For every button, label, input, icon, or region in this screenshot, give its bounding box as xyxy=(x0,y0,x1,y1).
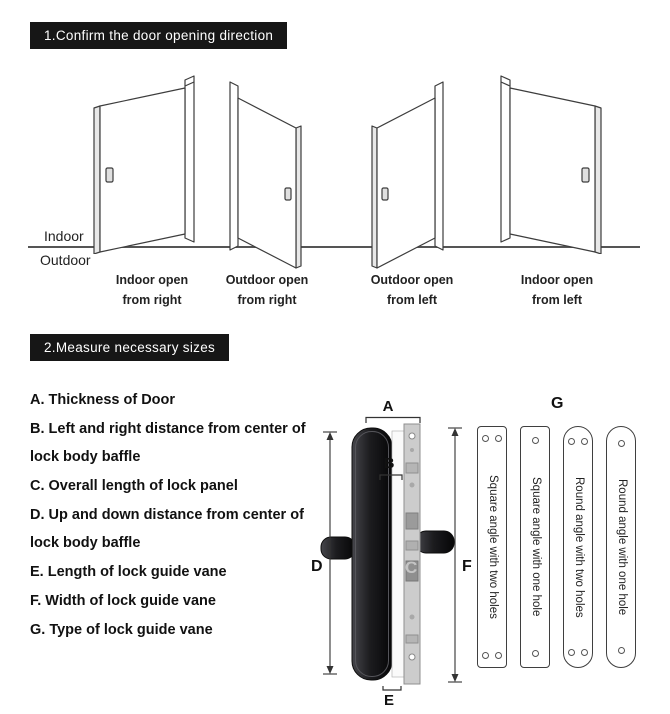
section2-title: 2.Measure necessary sizes xyxy=(44,340,216,355)
door-edge xyxy=(295,125,302,269)
dim-label-g: G xyxy=(551,395,564,412)
vane-label: Round angle with two holes xyxy=(573,476,585,618)
door-handle xyxy=(381,187,389,201)
caption-line: Indoor open xyxy=(115,273,189,287)
measurement-list: A. Thickness of Door B. Left and right d… xyxy=(30,386,335,645)
dead-bolt xyxy=(405,560,419,582)
section1-title-banner: 1.Confirm the door opening direction xyxy=(30,22,288,49)
lock-faceplate xyxy=(403,423,421,685)
section2-title-banner: 2.Measure necessary sizes xyxy=(30,334,230,361)
door-frame xyxy=(500,75,511,243)
door-caption-1: Indoor open from right xyxy=(92,270,212,310)
caption-line: Outdoor open xyxy=(225,273,309,287)
dim-bracket-e xyxy=(382,686,402,691)
screw-hole xyxy=(482,652,489,659)
screw-hole xyxy=(531,437,539,444)
vane-label: Square angle with one hole xyxy=(530,477,542,617)
lock-side-view-diagram: A B C xyxy=(311,398,472,709)
door-handle xyxy=(105,167,114,183)
door-panel xyxy=(237,97,297,269)
faceplate-screw-top xyxy=(408,432,416,440)
screw-hole xyxy=(568,649,575,656)
door-edge xyxy=(93,105,101,254)
lock-panel-highlight xyxy=(355,431,389,677)
latch-bolt xyxy=(405,512,419,530)
vane-round-one-hole: Round angle with one hole xyxy=(606,426,636,668)
door-panel xyxy=(509,87,596,253)
lock-rear-handle xyxy=(415,530,455,554)
indoor-label: Indoor xyxy=(44,228,84,244)
faceplate-screw-bottom xyxy=(408,653,416,661)
measurement-b: B. Left and right distance from center o… xyxy=(30,421,306,465)
screw-hole xyxy=(617,440,625,447)
caption-line: Outdoor open xyxy=(370,273,454,287)
caption-line: from right xyxy=(122,293,182,307)
door-caption-4: Indoor open from left xyxy=(497,270,617,310)
door-diagram-indoor-open-right xyxy=(93,75,195,254)
dim-label-b: B xyxy=(384,455,395,472)
screw-hole xyxy=(531,650,539,657)
door-caption-2: Outdoor open from right xyxy=(207,270,327,310)
vane-round-two-holes: Round angle with two holes xyxy=(563,426,593,668)
screw-hole xyxy=(617,647,625,654)
indoor-outdoor-divider-line xyxy=(28,246,640,248)
door-caption-3: Outdoor open from left xyxy=(352,270,472,310)
door-panel xyxy=(99,87,186,253)
measurement-a: A. Thickness of Door xyxy=(30,392,176,408)
caption-line: from left xyxy=(387,293,437,307)
lock-front-handle xyxy=(320,536,356,560)
dim-label-a: A xyxy=(383,398,394,415)
dim-line-f xyxy=(448,427,462,683)
measurement-e: E. Length of lock guide vane xyxy=(30,564,227,580)
door-diagram-indoor-open-left xyxy=(500,75,602,254)
screw-hole xyxy=(581,438,588,445)
screw-hole xyxy=(495,435,502,442)
door-edge xyxy=(371,125,378,269)
caption-line: from left xyxy=(532,293,582,307)
dim-label-e: E xyxy=(384,692,394,709)
measurement-c: C. Overall length of lock panel xyxy=(30,478,238,494)
screw-hole xyxy=(581,649,588,656)
outdoor-label: Outdoor xyxy=(40,252,91,268)
door-edge xyxy=(594,105,602,254)
dim-label-c: C xyxy=(405,558,417,577)
vane-label: Round angle with one hole xyxy=(616,478,628,616)
measurement-d: D. Up and down distance from center of l… xyxy=(30,507,304,551)
door-frame xyxy=(434,81,444,251)
door-frame xyxy=(184,75,195,243)
vane-label: Square angle with two holes xyxy=(487,475,499,619)
door-diagram-outdoor-open-right xyxy=(229,81,302,269)
dim-label-f: F xyxy=(462,558,472,575)
screw-hole xyxy=(495,652,502,659)
dim-label-d: D xyxy=(311,558,323,575)
door-panel xyxy=(376,97,436,269)
dim-bracket-a xyxy=(365,416,421,423)
dim-bracket-b xyxy=(379,474,403,480)
door-frame xyxy=(229,81,239,251)
caption-line: Indoor open xyxy=(520,273,594,287)
door-handle xyxy=(284,187,292,201)
screw-hole xyxy=(568,438,575,445)
vane-square-one-hole: Square angle with one hole xyxy=(520,426,550,668)
caption-line: from right xyxy=(237,293,297,307)
door-handle xyxy=(581,167,590,183)
screw-hole xyxy=(482,435,489,442)
door-diagram-outdoor-open-left xyxy=(371,81,444,269)
measurement-f: F. Width of lock guide vane xyxy=(30,593,216,609)
section1-title: 1.Confirm the door opening direction xyxy=(44,28,274,43)
vane-square-two-holes: Square angle with two holes xyxy=(477,426,507,668)
measurement-g: G. Type of lock guide vane xyxy=(30,622,213,638)
